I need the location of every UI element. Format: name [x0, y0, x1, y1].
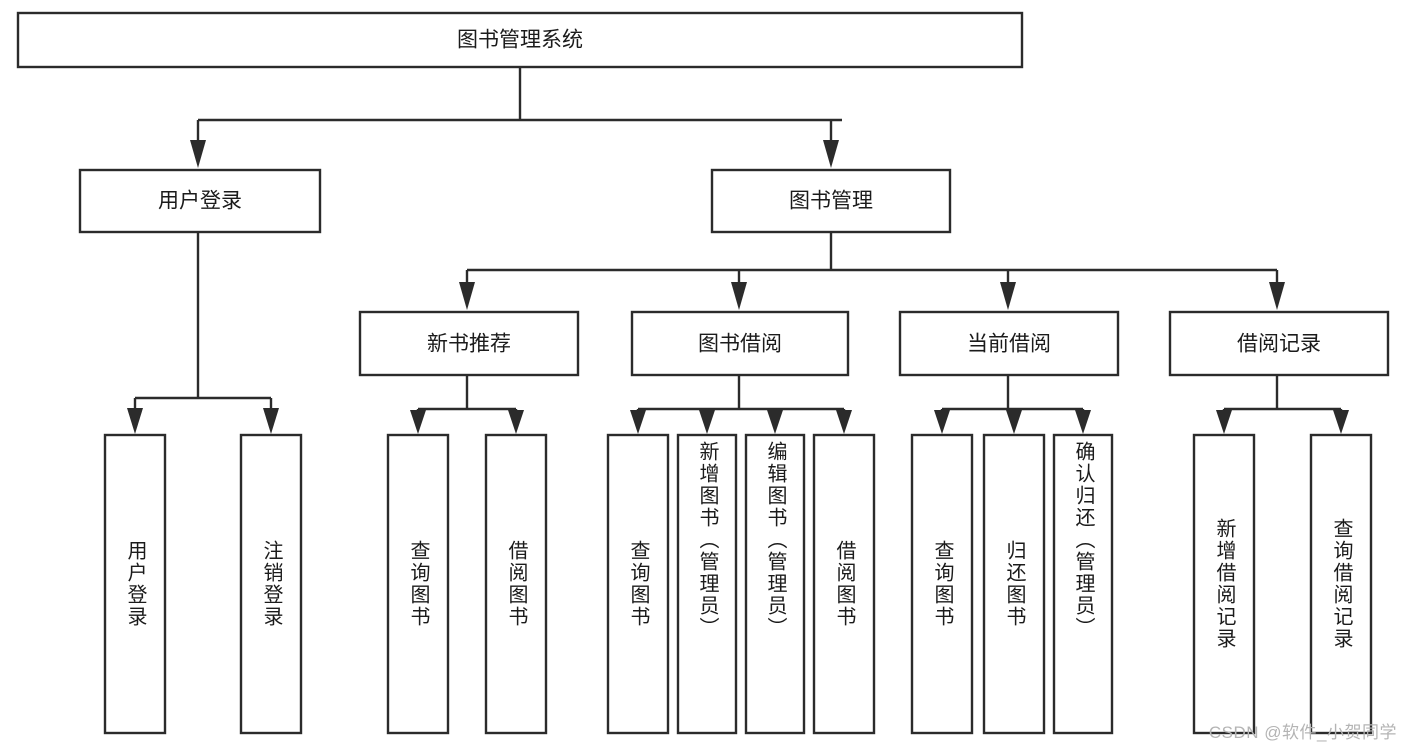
leaf-box-user-login[interactable] — [103, 433, 167, 735]
arrowhead-to-leaf-add-record — [1216, 410, 1232, 434]
book-manage-label: 图书管理 — [789, 190, 873, 213]
csdn-watermark: CSDN @软件_小贺同学 — [1208, 723, 1397, 742]
leaf-box-add-record[interactable] — [1192, 433, 1256, 735]
connector-bookmanage-to-level3 — [459, 232, 1285, 310]
arrowhead-to-leaf-user-login — [127, 408, 143, 434]
leaf-box-add-book[interactable] — [676, 433, 738, 735]
arrowhead-to-leaf-logout — [263, 408, 279, 434]
borrow-record-box[interactable] — [1168, 310, 1390, 377]
new-book-rec-label: 新书推荐 — [427, 333, 511, 356]
arrowhead-to-leaf-query-book-1 — [410, 410, 426, 434]
connector-currentborrow-to-leaves — [934, 375, 1091, 434]
leaf-box-query-book-3[interactable] — [910, 433, 974, 735]
leaf-box-borrow-book-2[interactable] — [812, 433, 876, 735]
book-manage-box[interactable] — [710, 168, 952, 234]
arrowhead-to-user-login — [190, 140, 206, 168]
arrowhead-to-leaf-query-book-2 — [630, 410, 646, 434]
node-root-system[interactable]: 图书管理系统 — [16, 11, 1024, 69]
arrowhead-to-leaf-borrow-book-1 — [508, 410, 524, 434]
arrowhead-to-new-book-rec — [459, 282, 475, 310]
current-borrow-label: 当前借阅 — [967, 333, 1051, 356]
connector-newbookrec-to-leaves — [410, 375, 524, 434]
arrowhead-to-leaf-edit-book — [767, 410, 783, 434]
node-borrow-record[interactable]: 借阅记录 — [1168, 310, 1390, 377]
connector-userlogin-to-leaves — [127, 232, 279, 434]
leaf-box-query-book-2[interactable] — [606, 433, 670, 735]
connector-root-to-level2 — [190, 67, 842, 168]
current-borrow-box[interactable] — [898, 310, 1120, 377]
arrowhead-to-book-manage — [823, 140, 839, 168]
node-book-manage[interactable]: 图书管理 — [710, 168, 952, 234]
user-login-box[interactable] — [78, 168, 322, 234]
leaf-box-logout[interactable] — [239, 433, 303, 735]
node-current-borrow[interactable]: 当前借阅 — [898, 310, 1120, 377]
book-borrow-label: 图书借阅 — [698, 333, 782, 356]
node-user-login[interactable]: 用户登录 — [78, 168, 322, 234]
leaf-box-query-record[interactable] — [1309, 433, 1373, 735]
leaf-box-borrow-book-1[interactable] — [484, 433, 548, 735]
arrowhead-to-leaf-return-book — [1006, 410, 1022, 434]
borrow-record-label: 借阅记录 — [1237, 333, 1321, 356]
arrowhead-to-leaf-borrow-book-2 — [836, 410, 852, 434]
root-box[interactable] — [16, 11, 1024, 69]
node-book-borrow[interactable]: 图书借阅 — [630, 310, 850, 377]
leaf-box-edit-book[interactable] — [744, 433, 806, 735]
leaf-box-return-book[interactable] — [982, 433, 1046, 735]
arrowhead-to-leaf-confirm-return — [1075, 410, 1091, 434]
arrowhead-to-leaf-add-book — [699, 410, 715, 434]
new-book-rec-box[interactable] — [358, 310, 580, 377]
arrowhead-to-current-borrow — [1000, 282, 1016, 310]
arrowhead-to-leaf-query-record — [1333, 410, 1349, 434]
root-label: 图书管理系统 — [457, 29, 583, 52]
arrowhead-to-leaf-query-book-3 — [934, 410, 950, 434]
arrowhead-to-borrow-record — [1269, 282, 1285, 310]
user-login-label: 用户登录 — [158, 190, 242, 213]
arrowhead-to-book-borrow — [731, 282, 747, 310]
leaf-box-query-book-1[interactable] — [386, 433, 450, 735]
connector-bookborrow-to-leaves — [630, 375, 852, 434]
book-borrow-box[interactable] — [630, 310, 850, 377]
leaf-boxes — [103, 433, 1373, 735]
node-new-book-rec[interactable]: 新书推荐 — [358, 310, 580, 377]
connector-borrowrecord-to-leaves — [1216, 375, 1349, 434]
leaf-box-confirm-return[interactable] — [1052, 433, 1114, 735]
